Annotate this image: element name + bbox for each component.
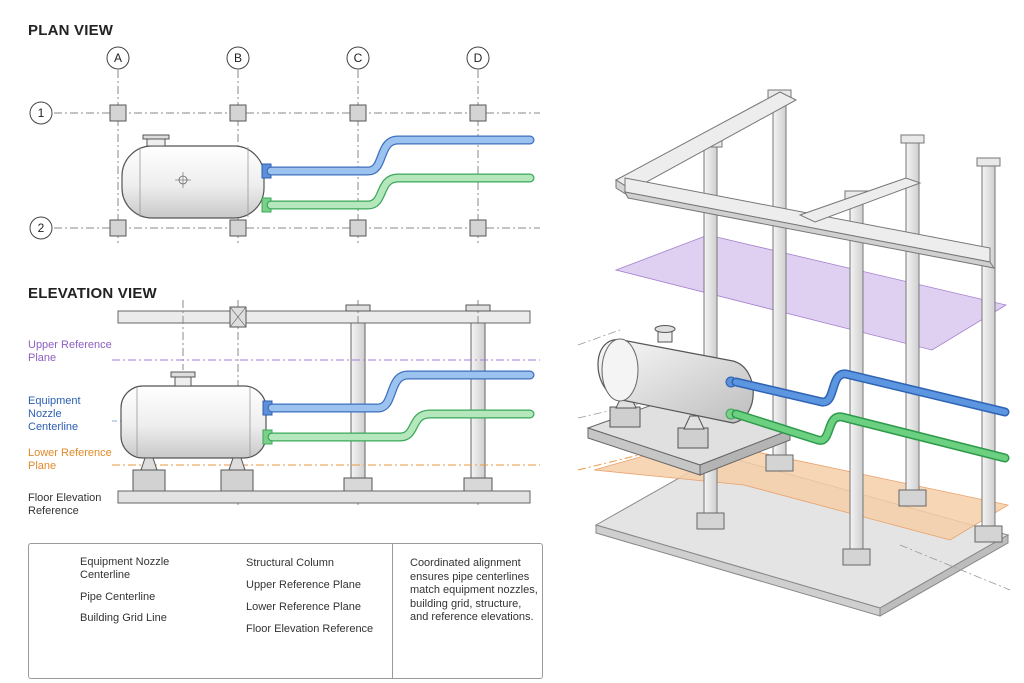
floor-elevation-reference-label: Floor Elevation Reference [28, 492, 102, 517]
iso-tank [597, 325, 754, 424]
legend-note: Coordinated alignment ensures pipe cente… [410, 557, 538, 623]
legend-item-structural-column: Structural Column [246, 557, 335, 569]
legend-item-pipe-centerline: Pipe Centerline [80, 591, 156, 603]
grid-label-d: D [474, 51, 483, 65]
elevation-view-title: ELEVATION VIEW [28, 285, 157, 302]
iso-blue-pipe [733, 371, 1008, 415]
grid-label-1: 1 [38, 106, 45, 120]
grid-label-2: 2 [38, 221, 45, 235]
legend-item-upper-plane: Upper Reference Plane [246, 579, 361, 591]
grid-label-a: A [114, 51, 122, 65]
plan-blue-pipe-outline [266, 135, 535, 176]
grid-bubble-c [346, 46, 370, 70]
legend-divider [392, 544, 393, 678]
isometric-view [577, 89, 1011, 617]
left-foundation-pad [132, 469, 166, 493]
lower-reference-plane-label: Lower Reference Plane [28, 447, 112, 472]
plan-view-title: PLAN VIEW [28, 22, 114, 39]
legend-item-floor-reference: Floor Elevation Reference [246, 623, 374, 635]
elevation-blue-pipe [268, 371, 534, 412]
upper-reference-plane-label: Upper Reference Plane [28, 339, 112, 364]
elevation-view [112, 300, 540, 505]
grid-bubble-a [106, 46, 130, 70]
plan-green-pipe [267, 174, 534, 209]
plan-blue-pipe [267, 136, 534, 175]
plan-green-pipe-outline [266, 173, 535, 210]
elevation-tank [120, 371, 273, 493]
legend-item-lower-plane: Lower Reference Plane [246, 601, 361, 613]
plan-grid-lines [54, 70, 540, 245]
grid-bubble-d [466, 46, 490, 70]
elevation-floor-slab [117, 490, 531, 504]
legend-item-grid-line: Building Grid Line [80, 612, 167, 624]
grid-bubble-b [226, 46, 250, 70]
grid-label-c: C [354, 51, 363, 65]
grid-label-b: B [234, 51, 242, 65]
right-foundation-pad [220, 469, 254, 493]
elevation-green-pipe [268, 410, 534, 441]
legend-item-nozzle-centerline: Equipment Nozzle Centerline [80, 556, 170, 581]
equipment-nozzle-centerline-label: Equipment Nozzle Centerline [28, 395, 81, 433]
iso-beams [615, 91, 996, 269]
iso-structural-columns [698, 89, 1001, 557]
elevation-green-pipe-outline [267, 409, 535, 442]
plan-view: A B C D 1 2 [29, 46, 540, 245]
plan-tank [121, 134, 272, 219]
plan-structural-columns [109, 104, 487, 237]
grid-bubble-1 [29, 101, 53, 125]
iso-green-pipe [733, 411, 1008, 461]
grid-bubble-2 [29, 216, 53, 240]
elevation-beam [117, 310, 531, 324]
legend-box: Equipment Nozzle Centerline Pipe Centerl… [28, 543, 543, 679]
